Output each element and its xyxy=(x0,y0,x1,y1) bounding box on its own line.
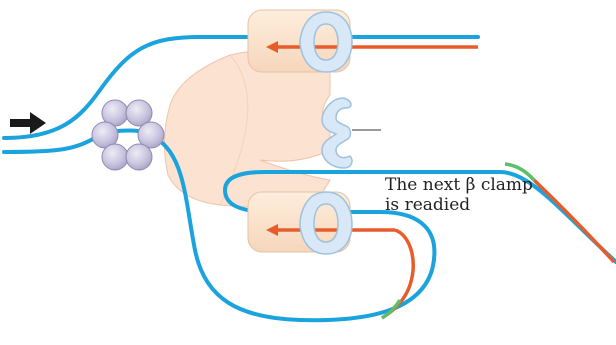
dnab-helicase xyxy=(92,100,164,170)
clamp-loader-complex xyxy=(164,51,330,207)
clamp-label-line-1: The next β clamp xyxy=(385,175,585,195)
arrow-right-icon xyxy=(10,112,46,134)
clamp-label-line-2: is readied xyxy=(385,195,585,215)
clamp-label: The next β clamp is readied xyxy=(385,175,585,215)
